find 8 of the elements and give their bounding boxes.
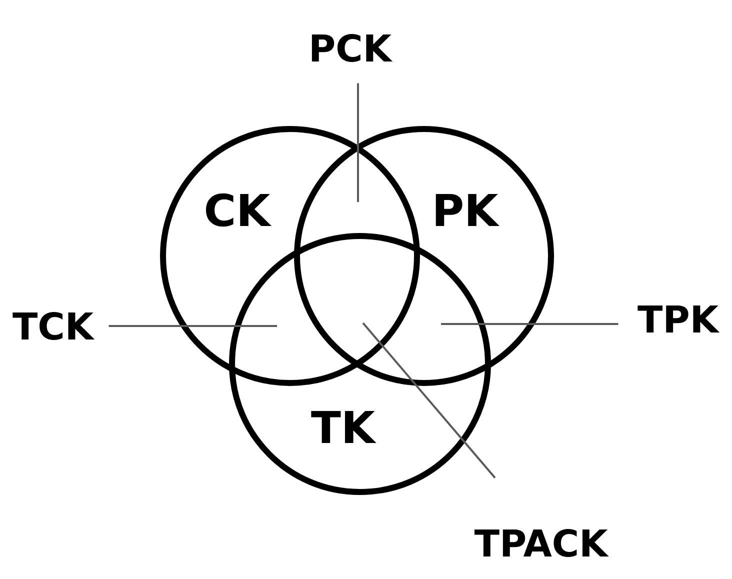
leader-line xyxy=(441,323,618,325)
leader-line xyxy=(108,325,277,327)
callout-label: TPK xyxy=(638,306,720,332)
leader-line xyxy=(362,322,496,478)
callout-label: TCK xyxy=(12,312,95,340)
callout-label: PCK xyxy=(312,34,393,62)
callout-label: TPACK xyxy=(474,529,609,557)
leader-line xyxy=(357,83,359,202)
